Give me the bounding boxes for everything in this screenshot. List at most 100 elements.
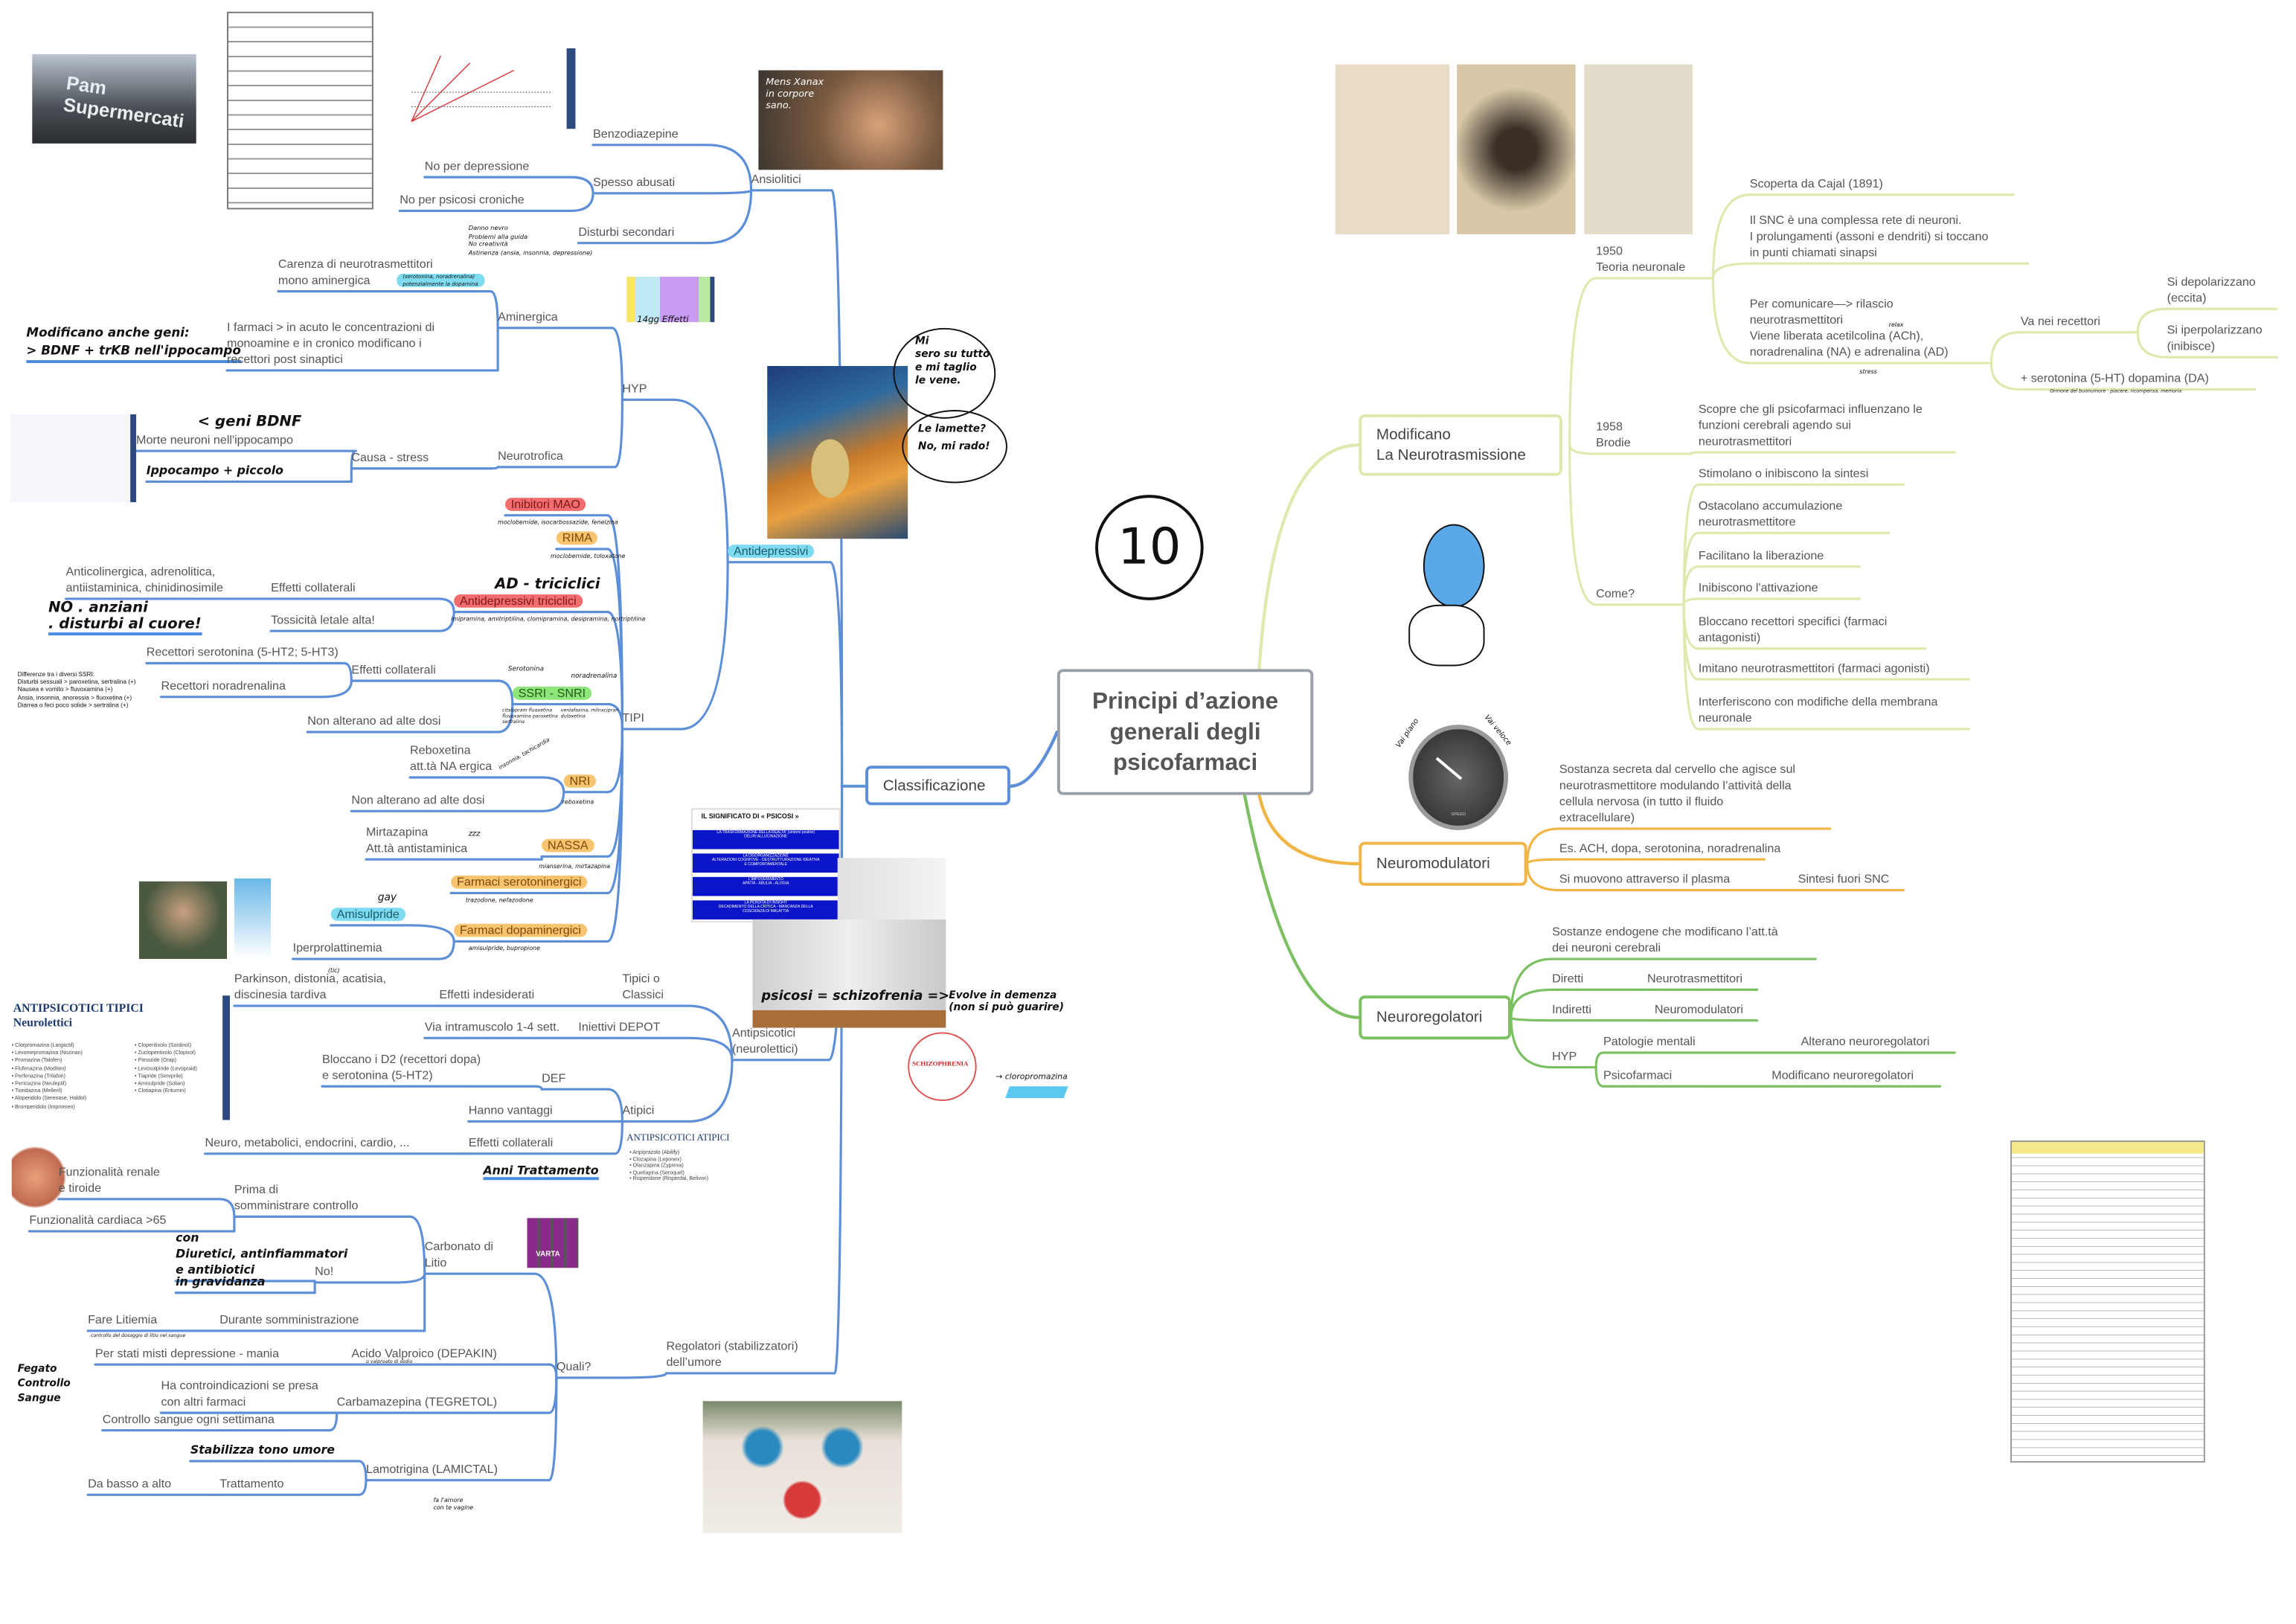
- node-controllo-sangue[interactable]: Controllo sangue ogni settimana: [102, 1413, 275, 1426]
- node-non-alterano-1[interactable]: Non alterano ad alte dosi: [307, 714, 441, 728]
- node-rec-serotonina[interactable]: Recettori serotonina (5-HT2; 5-HT3): [146, 645, 339, 659]
- node-modificano-n[interactable]: Modificano neuroregolatori: [1771, 1068, 1914, 1082]
- node-alterano[interactable]: Alterano neuroregolatori: [1800, 1035, 1930, 1049]
- node-iperprolattinemia[interactable]: Iperprolattinemia: [292, 941, 382, 955]
- node-via-intramuscolo[interactable]: Via intramuscolo 1-4 sett.: [424, 1020, 560, 1034]
- node-litiemia[interactable]: Fare Litiemia: [88, 1313, 158, 1327]
- node-y1958[interactable]: 1958 Brodie: [1596, 420, 1631, 450]
- node-gravidanza[interactable]: in gravidanza: [176, 1275, 266, 1288]
- node-depol[interactable]: Si depolarizzano (eccita): [2167, 275, 2256, 305]
- node-no-depressione[interactable]: No per depressione: [424, 159, 530, 173]
- node-reboxetina[interactable]: Reboxetina att.tà NA ergica: [410, 743, 493, 774]
- node-ansiolitici[interactable]: Ansiolitici: [751, 173, 801, 186]
- node-controind[interactable]: Ha controindicazioni se presa con altri …: [161, 1379, 318, 1409]
- node-serotoninergici[interactable]: Farmaci serotoninergici: [451, 874, 588, 890]
- node-atipici[interactable]: Atipici: [622, 1103, 655, 1117]
- node-neuroregolatori[interactable]: Neuroregolatori: [1359, 995, 1511, 1040]
- node-cajal[interactable]: Scoperta da Cajal (1891): [1749, 177, 1883, 190]
- node-mirtazapina[interactable]: Mirtazapina Att.tà antistaminica: [366, 825, 468, 856]
- node-rec-noradrenalina[interactable]: Recettori noradrenalina: [161, 679, 286, 693]
- node-no[interactable]: No!: [315, 1265, 334, 1279]
- node-sintesi[interactable]: Sintesi fuori SNC: [1798, 872, 1890, 886]
- node-regolatori[interactable]: Regolatori (stabilizzatori) dell’umore: [666, 1339, 798, 1370]
- node-trattamento[interactable]: Trattamento: [219, 1477, 284, 1491]
- node-benzodiazepine[interactable]: Benzodiazepine: [593, 127, 679, 141]
- node-farmaci[interactable]: I farmaci > in acuto le concentrazioni d…: [227, 320, 435, 366]
- node-diretti[interactable]: Diretti: [1552, 972, 1584, 986]
- node-def[interactable]: DEF: [542, 1071, 566, 1085]
- node-aminergica[interactable]: Aminergica: [498, 310, 558, 324]
- node-tipici[interactable]: Tipici o Classici: [622, 972, 664, 1002]
- node-amisulpride[interactable]: Amisulpride: [330, 906, 405, 922]
- node-come-4[interactable]: Inibiscono l'attivazione: [1698, 581, 1818, 595]
- node-modificano-neurotrasmissione[interactable]: Modificano La Neurotrasmissione: [1359, 414, 1562, 476]
- node-prima[interactable]: Prima di somministrare controllo: [234, 1183, 359, 1213]
- node-diuretici[interactable]: con Diuretici, antinfiammatori e antibio…: [176, 1231, 348, 1277]
- node-bloccano[interactable]: Bloccano i D2 (recettori dopa) e seroton…: [321, 1052, 481, 1082]
- node-da-basso[interactable]: Da basso a alto: [88, 1477, 172, 1491]
- node-triciclici[interactable]: Antidepressivi triciclici: [454, 593, 583, 609]
- node-non-alterano-2[interactable]: Non alterano ad alte dosi: [351, 793, 485, 807]
- node-antipsicotici[interactable]: Antipsicotici (neurolettici): [732, 1026, 798, 1056]
- node-come-5[interactable]: Bloccano recettori specifici (farmaci an…: [1698, 614, 1888, 644]
- node-lamotrigina[interactable]: Lamotrigina (LAMICTAL): [366, 1463, 498, 1476]
- node-ssri[interactable]: SSRI - SNRI: [512, 685, 591, 702]
- node-neuro-metab[interactable]: Neuro, metabolici, endocrini, cardio, ..…: [205, 1136, 410, 1149]
- node-tipi[interactable]: TIPI: [622, 711, 644, 725]
- node-renale[interactable]: Funzionalità renale e tiroide: [58, 1165, 160, 1195]
- node-come-6[interactable]: Imitano neurotrasmettitori (farmaci agon…: [1698, 661, 1930, 675]
- node-nri[interactable]: NRI: [563, 773, 597, 789]
- node-eff-coll-3[interactable]: Effetti collaterali: [468, 1136, 554, 1149]
- node-patologie[interactable]: Patologie mentali: [1603, 1035, 1696, 1049]
- node-serotonina-da[interactable]: + serotonina (5-HT) dopamina (DA): [2020, 371, 2209, 385]
- node-brodie[interactable]: Scopre che gli psicofarmaci influenzano …: [1698, 402, 1923, 449]
- node-psicofarmaci[interactable]: Psicofarmaci: [1603, 1068, 1673, 1082]
- node-antidepressivi[interactable]: Antidepressivi: [728, 543, 815, 559]
- node-si-muovono[interactable]: Si muovono attraverso il plasma: [1559, 872, 1731, 886]
- node-iperpol[interactable]: Si iperpolarizzano (inibisce): [2167, 323, 2263, 353]
- node-cardiaca[interactable]: Funzionalità cardiaca >65: [29, 1213, 167, 1227]
- node-es-ach[interactable]: Es. ACH, dopa, serotonina, noradrenalina: [1559, 841, 1781, 856]
- node-carbamazepina[interactable]: Carbamazepina (TEGRETOL): [336, 1395, 498, 1409]
- node-causa-stress[interactable]: Causa - stress: [351, 451, 429, 464]
- node-indiretti[interactable]: Indiretti: [1552, 1003, 1591, 1016]
- node-y1950[interactable]: 1950 Teoria neuronale: [1596, 244, 1686, 275]
- node-come-1[interactable]: Stimolano o inibiscono la sintesi: [1698, 466, 1869, 481]
- node-neurotrasmettitori[interactable]: Neurotrasmettitori: [1647, 972, 1743, 986]
- node-rima[interactable]: RIMA: [556, 530, 598, 546]
- node-hyp-r[interactable]: HYP: [1552, 1050, 1577, 1063]
- node-disturbi[interactable]: Disturbi secondari: [578, 225, 675, 239]
- node-stabilizza[interactable]: Stabilizza tono umore: [190, 1443, 335, 1457]
- node-anticolinergica[interactable]: Anticolinergica, adrenolitica, antiistam…: [65, 565, 223, 595]
- node-eff-indesiderati[interactable]: Effetti indesiderati: [439, 988, 535, 1002]
- node-hanno-vantaggi[interactable]: Hanno vantaggi: [468, 1103, 553, 1117]
- node-hyp[interactable]: HYP: [622, 382, 647, 396]
- root-node-title[interactable]: Principi d’azione generali degli psicofa…: [1056, 669, 1314, 795]
- node-eff-coll-2[interactable]: Effetti collaterali: [351, 663, 436, 677]
- node-come-3[interactable]: Facilitano la liberazione: [1698, 549, 1824, 562]
- node-neuromodulatori[interactable]: Neuromodulatori: [1359, 841, 1527, 886]
- node-inibitori-mao[interactable]: Inibitori MAO: [504, 496, 586, 513]
- node-come-7[interactable]: Interferiscono con modifiche della membr…: [1698, 695, 1938, 725]
- node-sostanze-endogene[interactable]: Sostanze endogene che modificano l’att.t…: [1552, 925, 1778, 955]
- node-va-recettori[interactable]: Va nei recettori: [2020, 315, 2101, 328]
- node-neuromodulatori-r[interactable]: Neuromodulatori: [1654, 1003, 1743, 1016]
- node-classificazione[interactable]: Classificazione: [865, 766, 1010, 806]
- node-durante[interactable]: Durante somministrazione: [219, 1313, 359, 1327]
- node-valproico[interactable]: Acido Valproico (DEPAKIN): [351, 1347, 497, 1361]
- node-dopaminergici[interactable]: Farmaci dopaminergici: [454, 922, 587, 939]
- node-ippocampo[interactable]: Ippocampo + piccolo: [146, 463, 283, 478]
- node-spesso[interactable]: Spesso abusati: [593, 176, 676, 189]
- node-eff-coll-1[interactable]: Effetti collaterali: [271, 581, 356, 595]
- node-parkinson[interactable]: Parkinson, distonia, acatisia, discinesi…: [234, 972, 387, 1002]
- node-come-2[interactable]: Ostacolano accumulazione neurotrasmettit…: [1698, 499, 1843, 529]
- node-nassa[interactable]: NASSA: [542, 838, 594, 854]
- node-neurotrofica[interactable]: Neurotrofica: [498, 449, 563, 463]
- node-carenza[interactable]: Carenza di neurotrasmettitori mono amine…: [278, 257, 433, 287]
- node-per-stati[interactable]: Per stati misti depressione - mania: [94, 1347, 280, 1361]
- node-comunicare[interactable]: Per comunicare—> rilascio neurotrasmetti…: [1749, 297, 1949, 359]
- node-morte-neuroni[interactable]: Morte neuroni nell'ippocampo: [136, 433, 293, 447]
- node-tossicita[interactable]: Tossicità letale alta!: [271, 613, 375, 627]
- node-iniettivi[interactable]: Iniettivi DEPOT: [578, 1020, 661, 1034]
- node-quali[interactable]: Quali?: [556, 1360, 591, 1373]
